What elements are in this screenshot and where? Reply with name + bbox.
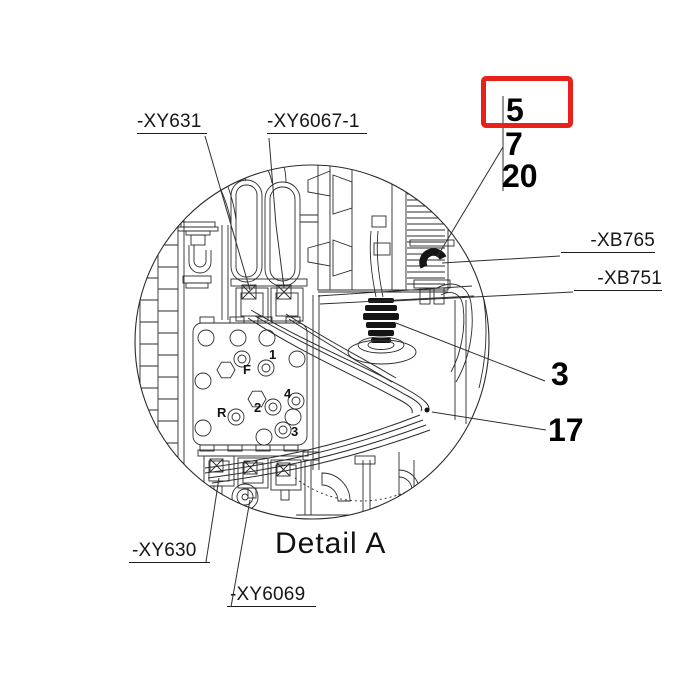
leader-xy6069 — [230, 499, 251, 608]
leader-lines — [204, 96, 574, 608]
leader-xb751 — [392, 291, 574, 302]
leader-xb765 — [441, 255, 561, 264]
callout-20[interactable]: 20 — [502, 158, 538, 194]
port-label-3: 3 — [291, 424, 299, 439]
leader-xy631 — [204, 135, 251, 291]
leader-xy630 — [205, 477, 220, 563]
solenoid-valves-top — [230, 278, 308, 322]
port-label-4: 4 — [284, 386, 292, 401]
leader-3 — [395, 322, 546, 382]
ref-label-xy631: -XY631 — [137, 111, 207, 134]
breather-cap-assembly — [177, 221, 219, 289]
motor-housing — [307, 165, 449, 293]
port-label-1: 1 — [269, 347, 277, 362]
leader-5-7-20 — [436, 146, 504, 258]
hose-bundle — [204, 309, 431, 484]
port-label-r: R — [217, 405, 227, 420]
machinery-linework — [139, 165, 487, 516]
body-panel-curves — [317, 251, 487, 424]
callout-17[interactable]: 17 — [548, 412, 584, 448]
detail-boundary-circle — [134, 164, 490, 520]
ref-label-xb751: -XB751 — [574, 268, 662, 291]
leader-xy6067-1 — [268, 137, 285, 289]
valve-manifold — [192, 316, 308, 452]
ref-label-xy6069: -XY6069 — [227, 584, 316, 607]
highlight-box — [481, 76, 573, 128]
ref-label-xb765: -XB765 — [561, 230, 655, 253]
connector-xb751 — [347, 230, 417, 365]
leader-17 — [431, 411, 547, 431]
callout-7[interactable]: 7 — [505, 126, 523, 162]
callout-3[interactable]: 3 — [551, 356, 569, 392]
port-label-f: F — [243, 362, 251, 377]
port-label-2: 2 — [254, 400, 262, 415]
detail-caption: Detail A — [275, 527, 387, 560]
ref-label-xy630: -XY630 — [129, 540, 210, 563]
ref-label-xy6067-1: -XY6067-1 — [267, 111, 367, 134]
callout-5[interactable]: 5 — [506, 92, 524, 128]
pipework-bottom-right — [294, 451, 437, 516]
tube-loops — [202, 165, 318, 320]
